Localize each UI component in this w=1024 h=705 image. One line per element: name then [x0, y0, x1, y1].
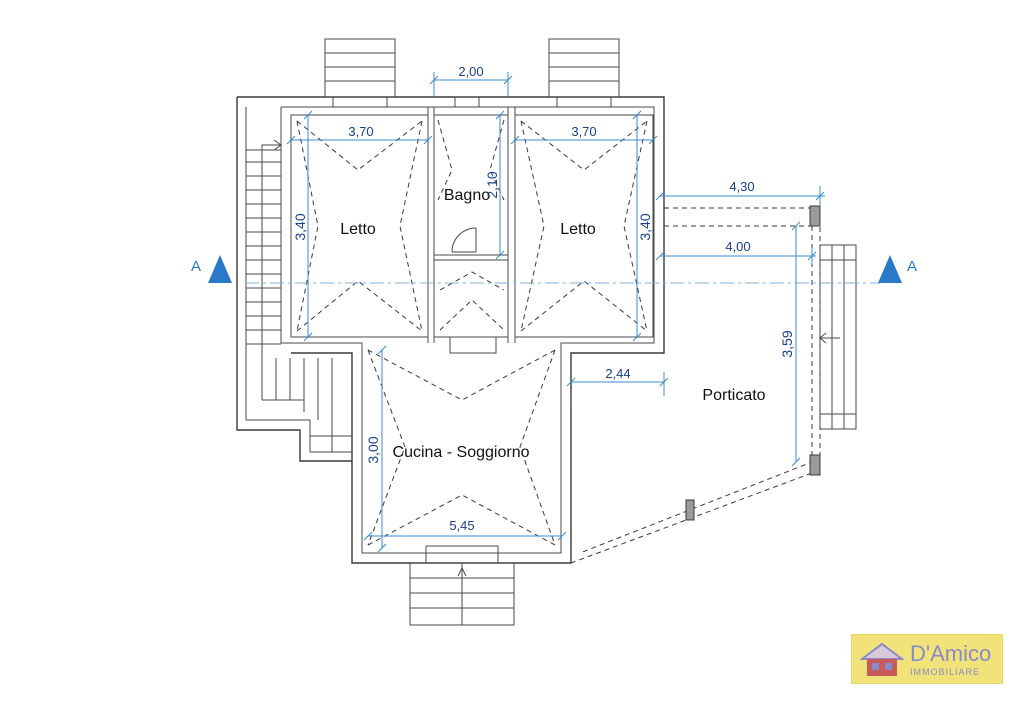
dim-bed-right-depth: 3,40: [637, 213, 653, 240]
section-label-right: A: [907, 258, 917, 275]
dim-bed-left-width: 3,70: [348, 124, 373, 139]
ceiling-pattern-kitchen: [367, 349, 556, 546]
logo-name: D'Amico: [910, 641, 992, 666]
section-label-left: A: [191, 258, 201, 275]
house-icon: [860, 642, 904, 676]
room-label-bed-right: Letto: [560, 221, 596, 238]
section-marker-right-icon: [878, 255, 902, 283]
dim-porch-inner: 4,00: [725, 239, 750, 254]
dim-bed-right-width: 3,70: [571, 124, 596, 139]
bath-door: [451, 227, 477, 253]
dim-kitchen-depth: 3,00: [365, 436, 381, 463]
porch-outline: [570, 205, 821, 564]
interior-walls: [290, 107, 654, 354]
room-label-porch: Porticato: [702, 387, 765, 404]
dim-porch-outer: 4,30: [729, 179, 754, 194]
section-marker-left-icon: [208, 255, 232, 283]
bottom-steps: [409, 545, 515, 626]
bath-ceiling: [437, 119, 505, 331]
dim-bath-depth: 2,10: [484, 171, 500, 198]
room-label-bath: Bagno: [444, 187, 490, 204]
logo-subtitle: IMMOBILIARE: [910, 667, 981, 677]
dim-bath-width: 2,00: [458, 64, 483, 79]
outer-walls: [236, 96, 665, 564]
dim-porch-depth: 3,59: [779, 330, 795, 357]
right-stair: [819, 244, 857, 430]
dim-bed-left-depth: 3,40: [292, 213, 308, 240]
dim-porch-gap: 2,44: [605, 366, 630, 381]
dimension-lines: [286, 72, 825, 553]
left-stair: [245, 107, 352, 453]
room-label-kitchen: Cucina - Soggiorno: [393, 444, 530, 461]
top-steps: [324, 38, 620, 108]
dim-kitchen-width: 5,45: [449, 518, 474, 533]
room-label-bed-left: Letto: [340, 221, 376, 238]
company-logo: D'Amico IMMOBILIARE: [851, 634, 1003, 684]
